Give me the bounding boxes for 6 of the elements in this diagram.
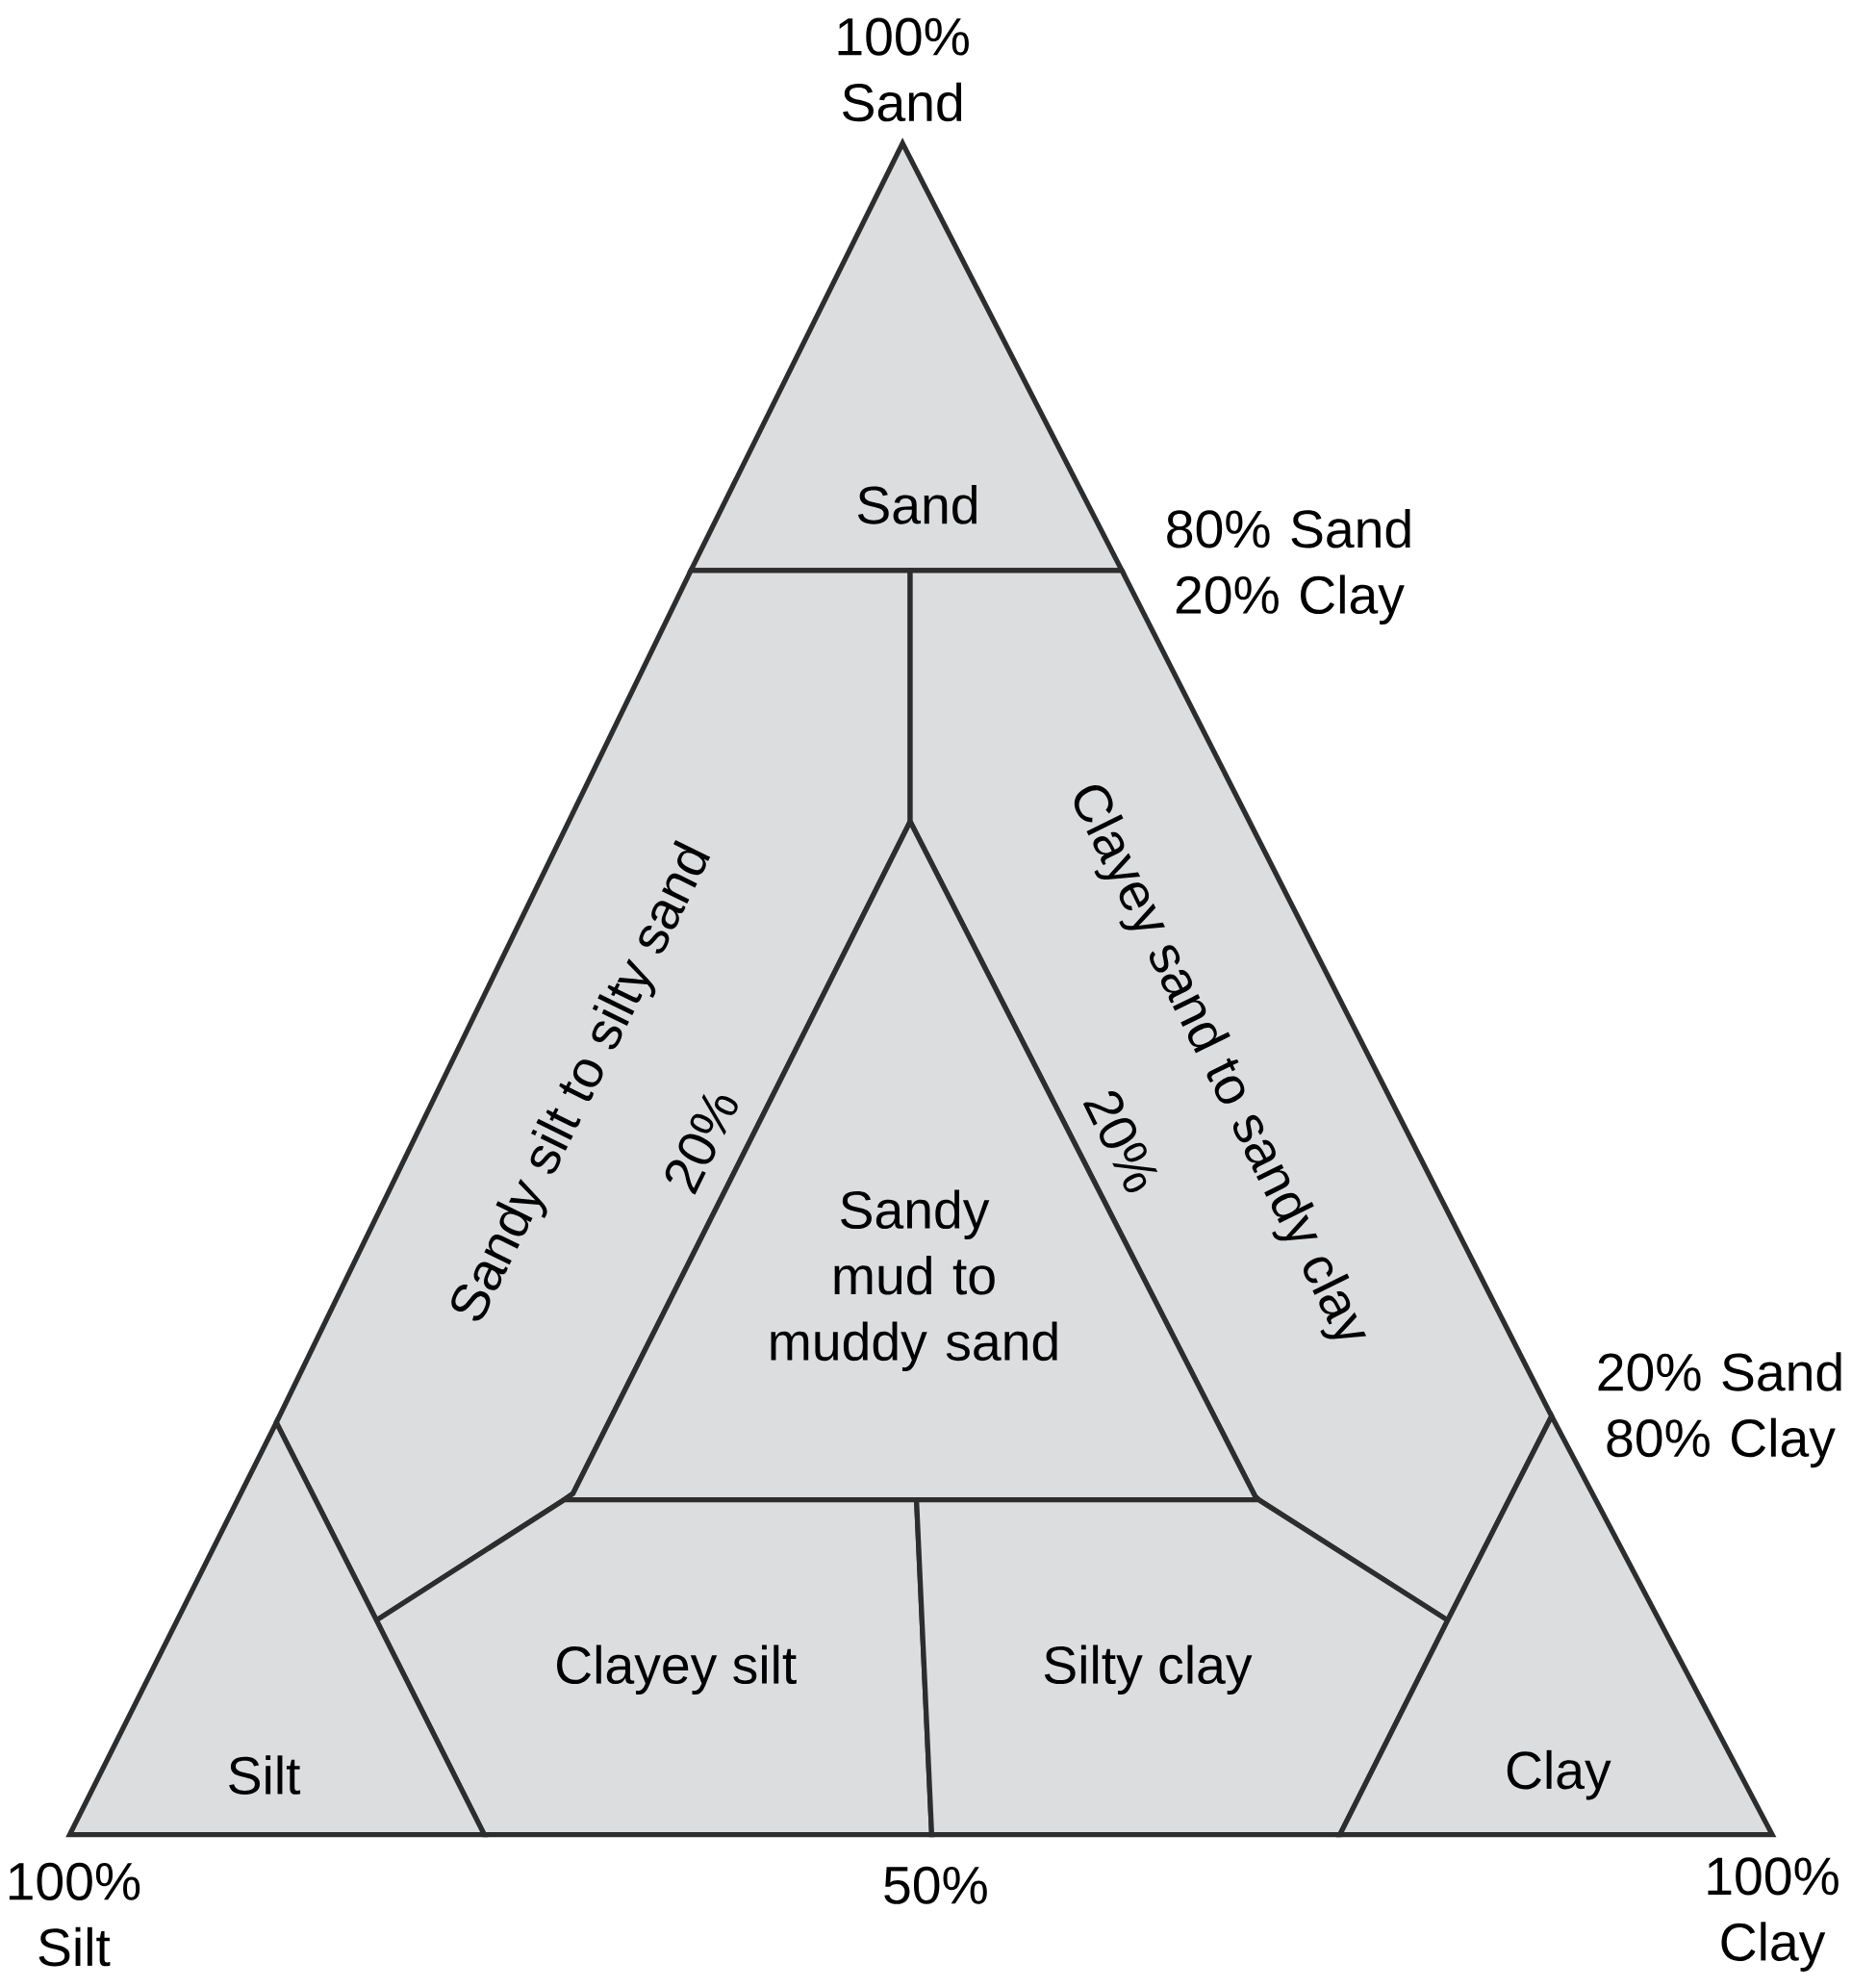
boundary-label: 80% Sand 20% Clay <box>1167 508 1410 624</box>
axis-label: 50% <box>884 1866 987 1904</box>
percent-label: 20% <box>1082 1090 1158 1193</box>
axis-label: 100% Silt <box>9 1862 140 1967</box>
axis-label: 100% Clay <box>1708 1857 1839 1972</box>
percent-label: 20% <box>665 1093 738 1195</box>
